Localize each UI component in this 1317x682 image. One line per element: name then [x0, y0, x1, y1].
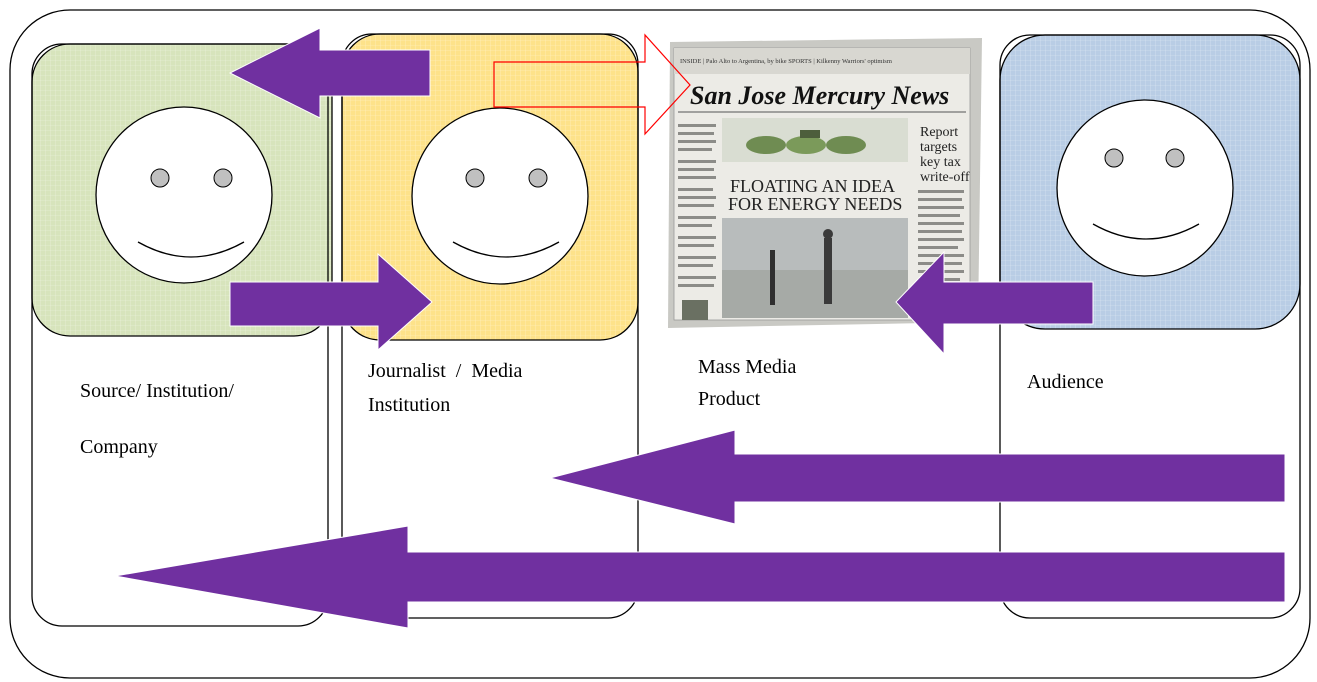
journalist-label-line-2: Institution — [368, 394, 450, 416]
journalist-to-product-arrow — [493, 33, 691, 136]
newspaper-masthead: San Jose Mercury News — [690, 81, 949, 110]
outer-frame — [9, 9, 1311, 679]
source-label-line-2: Company — [80, 436, 158, 458]
newspaper-topline: INSIDE | Palo Alto to Argentina, by bike… — [680, 58, 892, 65]
source-smiley-icon — [95, 106, 273, 284]
product-label-line-2: Product — [698, 388, 761, 410]
newspaper-sidebar-3: key tax — [920, 155, 961, 170]
newspaper-sidebar-4: write-off — [920, 170, 970, 185]
journalist-to-source-arrow — [228, 27, 431, 119]
source-to-journalist-arrow — [229, 252, 433, 352]
journalist-label-line-1: Journalist / Media — [368, 360, 523, 382]
audience-column — [999, 34, 1301, 619]
newspaper-image: INSIDE | Palo Alto to Argentina, by bike… — [668, 38, 982, 328]
audience-to-source-arrow — [114, 525, 1286, 629]
audience-label: Audience — [1027, 371, 1104, 393]
product-label-line-1: Mass Media — [698, 356, 796, 378]
newspaper-sidebar-1: Report — [920, 125, 958, 140]
newspaper-headline-2: FOR ENERGY NEEDS — [728, 194, 902, 214]
source-label-line-1: Source/ Institution/ — [80, 380, 234, 402]
audience-to-product-arrow — [895, 250, 1094, 356]
source-column — [31, 43, 329, 627]
audience-smiley-icon — [1056, 99, 1234, 277]
newspaper-headline-1: FLOATING AN IDEA — [730, 176, 895, 196]
audience-to-journalist-arrow — [549, 429, 1286, 525]
newspaper-sidebar-2: targets — [920, 140, 957, 155]
journalist-smiley-icon — [411, 107, 589, 285]
